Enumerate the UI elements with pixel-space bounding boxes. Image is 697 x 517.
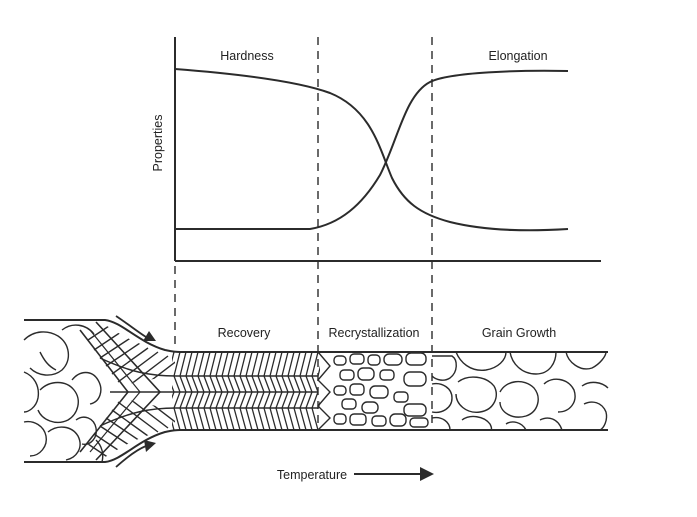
elongation-curve	[175, 69, 569, 230]
grain-growth-zone	[431, 351, 609, 431]
recrystallization-zone	[317, 351, 429, 431]
stage-label-recovery: Recovery	[218, 326, 272, 340]
initial-grains	[23, 324, 104, 463]
upper-roll-arrow	[115, 315, 156, 341]
properties-graph: Properties Hardness Elongation	[151, 37, 601, 262]
strip-outline-bottom	[24, 429, 608, 463]
stage-label-recrystallization: Recrystallization	[328, 326, 419, 340]
hardness-label: Hardness	[220, 49, 274, 63]
hardness-curve	[174, 68, 569, 232]
temperature-axis: Temperature	[277, 467, 434, 482]
recovery-zone	[172, 352, 320, 430]
y-axis-label: Properties	[151, 115, 165, 172]
temperature-label: Temperature	[277, 468, 347, 482]
elongation-label: Elongation	[488, 49, 547, 63]
deformation-zone	[79, 321, 318, 462]
lower-roll-arrow	[115, 440, 156, 468]
stage-dividers	[174, 37, 433, 430]
stage-label-grain-growth: Grain Growth	[482, 326, 556, 340]
strip-outline-top	[24, 319, 608, 353]
temperature-arrow-head	[420, 467, 434, 481]
